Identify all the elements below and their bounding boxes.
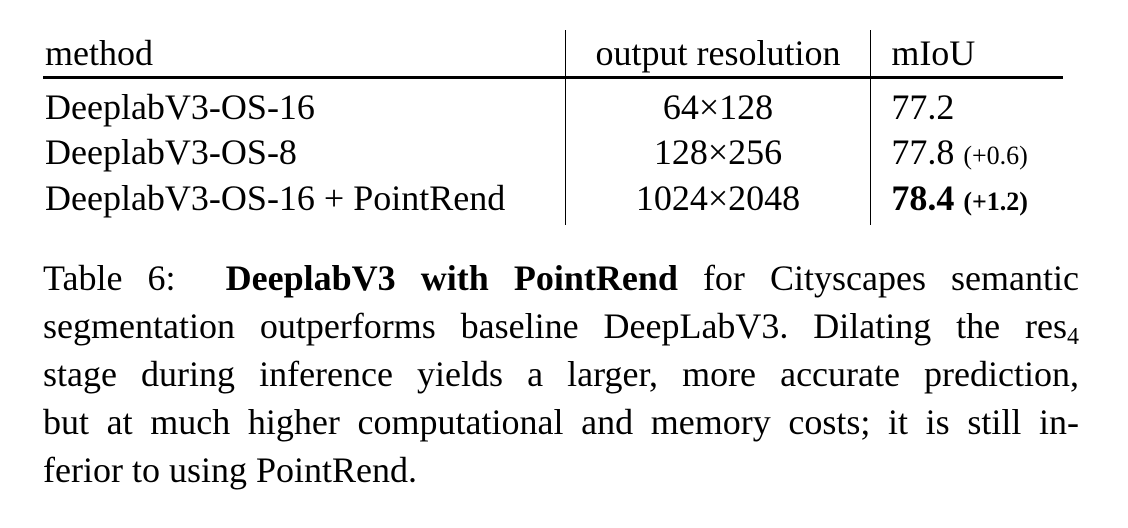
miou-value: 77.8 <box>891 132 955 172</box>
caption-text: segmentation outperforms baseline DeepLa… <box>43 306 1067 346</box>
miou-delta: (+1.2) <box>963 187 1028 216</box>
caption-title: DeeplabV3 with PointRend <box>225 258 678 298</box>
cell-miou: 78.4 (+1.2) <box>871 175 1063 225</box>
caption-line: Table 6: DeeplabV3 with PointRend for Ci… <box>43 254 1079 302</box>
results-table: method output resolution mIoU DeeplabV3-… <box>43 30 1063 225</box>
cell-method: DeeplabV3-OS-16 <box>45 87 315 127</box>
cell-resolution: 64×128 <box>564 77 872 129</box>
table-row: DeeplabV3-OS-16 + PointRend 1024×2048 78… <box>43 175 1063 225</box>
miou-value: 77.2 <box>891 87 955 127</box>
caption-line: but at much higher computational and mem… <box>43 402 1079 442</box>
caption-label: Table 6: <box>43 258 176 298</box>
table-header-row: method output resolution mIoU <box>43 30 1063 79</box>
caption-line: stage during inference yields a larger, … <box>43 354 1079 394</box>
cell-method: DeeplabV3-OS-8 <box>45 132 297 172</box>
header-miou: mIoU <box>870 30 1063 79</box>
cell-resolution: 128×256 <box>564 129 872 175</box>
caption-text: for Cityscapes semantic <box>702 258 1079 298</box>
header-output-resolution: output resolution <box>564 30 872 79</box>
cell-miou: 77.2 <box>871 78 1063 130</box>
results-table-container: method output resolution mIoU DeeplabV3-… <box>43 30 1063 225</box>
caption-line: segmentation outperforms baseline DeepLa… <box>43 302 1079 350</box>
table-row: DeeplabV3-OS-16 64×128 77.2 <box>43 77 1063 130</box>
table-row: DeeplabV3-OS-8 128×256 77.8 (+0.6) <box>43 129 1063 175</box>
miou-value: 78.4 <box>891 178 955 218</box>
cell-resolution: 1024×2048 <box>564 175 872 225</box>
miou-delta: (+0.6) <box>963 141 1028 170</box>
table-caption: Table 6: DeeplabV3 with PointRend for Ci… <box>43 254 1079 494</box>
cell-miou: 77.8 (+0.6) <box>871 129 1063 175</box>
cell-method: DeeplabV3-OS-16 + PointRend <box>45 178 506 218</box>
caption-subscript: 4 <box>1067 324 1079 350</box>
caption-line: ferior to using PointRend. <box>43 450 417 490</box>
header-method: method <box>43 30 566 79</box>
